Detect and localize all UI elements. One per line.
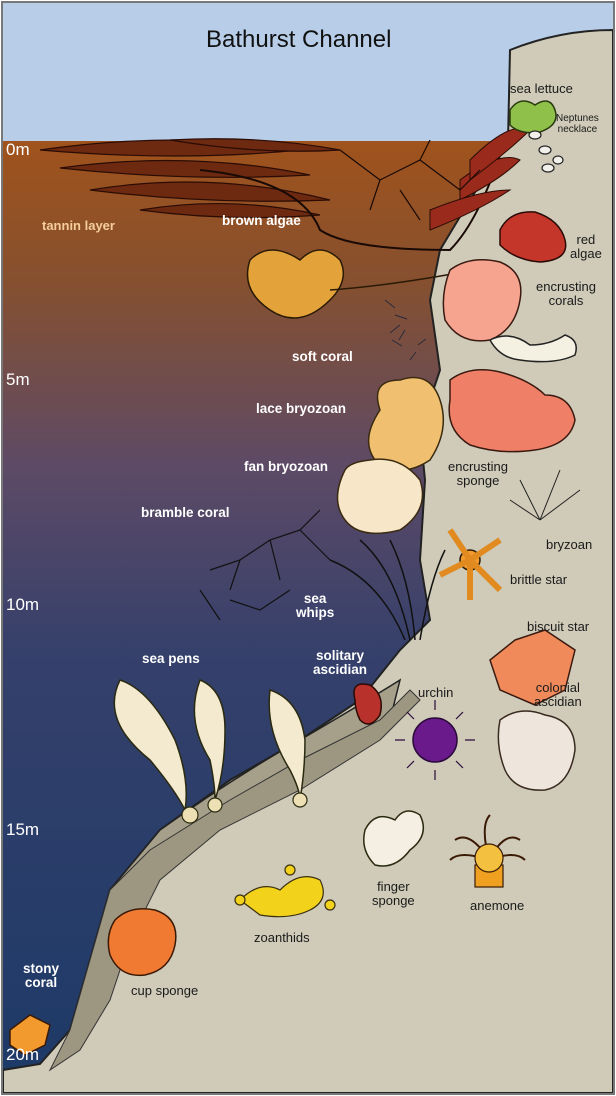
label-stony-line1: stony bbox=[23, 962, 59, 976]
depth-20m: 20m bbox=[6, 1048, 39, 1062]
label-neptunes-line1: Neptunes bbox=[556, 113, 599, 124]
label-enc-sponge-line2: sponge bbox=[448, 474, 508, 488]
label-enc-corals-line2: corals bbox=[536, 294, 596, 308]
depth-0m: 0m bbox=[6, 143, 30, 157]
label-sea-whips-line2: whips bbox=[296, 606, 334, 620]
label-finger-line1: finger bbox=[372, 880, 415, 894]
colonial-ascidian bbox=[498, 711, 575, 790]
label-enc-sponge-line1: encrusting bbox=[448, 460, 508, 474]
label-encrusting-corals: encrusting corals bbox=[536, 280, 596, 308]
label-red-line2: algae bbox=[570, 247, 602, 261]
depth-10m: 10m bbox=[6, 598, 39, 612]
label-stony-line2: coral bbox=[23, 976, 59, 990]
label-colonial-ascidian: colonial ascidian bbox=[534, 681, 582, 709]
depth-5m: 5m bbox=[6, 373, 30, 387]
label-fan-bryozoan: fan bryozoan bbox=[244, 460, 328, 474]
label-urchin: urchin bbox=[418, 686, 453, 700]
diagram-title: Bathurst Channel bbox=[206, 26, 391, 54]
label-sea-whips: sea whips bbox=[296, 592, 334, 620]
label-brittle-star: brittle star bbox=[510, 573, 567, 587]
label-anemone: anemone bbox=[470, 899, 524, 913]
fan-bryozoan bbox=[338, 459, 423, 533]
lace-bryozoan bbox=[369, 378, 444, 471]
label-colonial-line2: ascidian bbox=[534, 695, 582, 709]
label-neptunes-line2: necklace bbox=[556, 124, 599, 135]
label-solitary-line1: solitary bbox=[313, 649, 367, 663]
label-solitary-line2: ascidian bbox=[313, 663, 367, 677]
label-solitary-ascidian: solitary ascidian bbox=[313, 649, 367, 677]
label-biscuit-star: biscuit star bbox=[527, 620, 589, 634]
label-soft-coral: soft coral bbox=[292, 350, 353, 364]
label-encrusting-sponge: encrusting sponge bbox=[448, 460, 508, 488]
label-sea-lettuce: sea lettuce bbox=[510, 82, 573, 96]
sea-lettuce bbox=[510, 101, 556, 133]
label-enc-corals-line1: encrusting bbox=[536, 280, 596, 294]
label-sea-pens: sea pens bbox=[142, 652, 200, 666]
tannin-layer-label: tannin layer bbox=[42, 219, 115, 233]
label-neptunes-necklace: Neptunes necklace bbox=[556, 113, 599, 135]
label-finger-sponge: finger sponge bbox=[372, 880, 415, 908]
label-brown-algae: brown algae bbox=[222, 214, 301, 228]
label-zoanthids: zoanthids bbox=[254, 931, 310, 945]
label-lace-bryozoan: lace bryozoan bbox=[256, 402, 346, 416]
label-bramble-coral: bramble coral bbox=[141, 506, 230, 520]
label-red-line1: red bbox=[570, 233, 602, 247]
label-finger-line2: sponge bbox=[372, 894, 415, 908]
label-bryzoan: bryzoan bbox=[546, 538, 592, 552]
depth-15m: 15m bbox=[6, 823, 39, 837]
label-cup-sponge: cup sponge bbox=[131, 984, 198, 998]
label-sea-whips-line1: sea bbox=[296, 592, 334, 606]
cup-sponge bbox=[108, 909, 175, 976]
label-stony-coral: stony coral bbox=[23, 962, 59, 990]
label-colonial-line1: colonial bbox=[534, 681, 582, 695]
label-red-algae: red algae bbox=[570, 233, 602, 261]
